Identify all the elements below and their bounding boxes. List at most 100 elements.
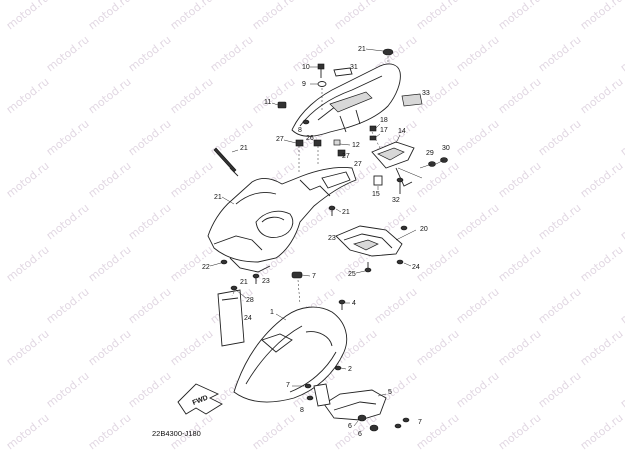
bolts-5-6-7-8 bbox=[304, 383, 410, 432]
nut-10 bbox=[302, 119, 310, 125]
callout-26: 26 bbox=[306, 135, 314, 142]
watermark-text: motod.ru bbox=[250, 411, 298, 452]
callout-21-a: 21 bbox=[342, 209, 350, 216]
watermark-text: motod.ru bbox=[618, 369, 625, 410]
clip-15 bbox=[373, 175, 383, 186]
watermark-text: motod.ru bbox=[44, 285, 92, 326]
watermark-text: motod.ru bbox=[4, 243, 52, 284]
watermark-text: motod.ru bbox=[414, 411, 462, 452]
callout-2: 2 bbox=[348, 366, 352, 373]
watermark-text: motod.ru bbox=[496, 159, 544, 200]
callout-24-pos: 24 bbox=[244, 315, 252, 322]
watermark-text: motod.ru bbox=[208, 117, 256, 158]
callout-27-b: 27 bbox=[342, 153, 350, 160]
watermark-text: motod.ru bbox=[536, 369, 584, 410]
watermark-text: motod.ru bbox=[86, 243, 134, 284]
callout-23-b: 25 bbox=[348, 271, 356, 278]
watermark-text: motod.ru bbox=[414, 243, 462, 284]
watermark-text: motod.ru bbox=[126, 33, 174, 74]
fwd-arrow: FWD bbox=[177, 383, 223, 415]
cap-31 bbox=[382, 48, 394, 56]
watermark-text: motod.ru bbox=[496, 75, 544, 116]
callout-8-pos: 8 bbox=[300, 407, 304, 414]
collar-11 bbox=[317, 81, 327, 87]
watermark-text: motod.ru bbox=[168, 159, 216, 200]
callout-15: 15 bbox=[372, 191, 380, 198]
callout-27-c: 27 bbox=[354, 161, 362, 168]
callout-21-d-pos: 21 bbox=[240, 279, 248, 286]
callout-11: 9 bbox=[302, 81, 306, 88]
callout-9: 7 bbox=[312, 273, 316, 280]
bolt-21-set bbox=[220, 205, 336, 284]
watermark-text: motod.ru bbox=[126, 201, 174, 242]
callout-5: 6 bbox=[348, 423, 352, 430]
watermark-text: motod.ru bbox=[126, 285, 174, 326]
watermark-text: motod.ru bbox=[454, 201, 502, 242]
callout-18: 20 bbox=[420, 226, 428, 233]
watermark-text: motod.ru bbox=[578, 411, 625, 452]
watermark-text: motod.ru bbox=[126, 369, 174, 410]
watermark-text: motod.ru bbox=[86, 0, 134, 32]
watermark-text: motod.ru bbox=[4, 327, 52, 368]
callout-12: 10 bbox=[302, 64, 310, 71]
bolt-30 bbox=[396, 177, 404, 194]
fork-bracket-4 bbox=[313, 383, 387, 421]
watermark-text: motod.ru bbox=[126, 117, 174, 158]
callout-32: 31 bbox=[350, 64, 358, 71]
callout-22: 23 bbox=[328, 235, 336, 242]
screw-25 bbox=[230, 285, 238, 291]
grommet-13-top bbox=[277, 101, 287, 109]
callout-14: 14 bbox=[398, 128, 406, 135]
watermark-text: motod.ru bbox=[4, 0, 52, 32]
screws-28-29 bbox=[419, 157, 448, 169]
watermark-text: motod.ru bbox=[454, 285, 502, 326]
watermark-text: motod.ru bbox=[4, 75, 52, 116]
pad-33 bbox=[401, 93, 423, 107]
bolt-3 bbox=[338, 299, 346, 310]
callout-3: 4 bbox=[352, 300, 356, 307]
watermark-text: motod.ru bbox=[618, 33, 625, 74]
watermark-text: motod.ru bbox=[250, 0, 298, 32]
callout-20: 21 bbox=[240, 145, 248, 152]
watermark-text: motod.ru bbox=[578, 243, 625, 284]
watermark-text: motod.ru bbox=[4, 159, 52, 200]
tail-light-14 bbox=[371, 141, 423, 187]
watermark-text: motod.ru bbox=[578, 159, 625, 200]
callout-6-pos: 6 bbox=[358, 431, 362, 438]
bolt-23-a bbox=[364, 267, 372, 273]
code-label: 22B4300-J180 bbox=[152, 429, 201, 438]
watermark-text: motod.ru bbox=[44, 369, 92, 410]
callout-17: 18 bbox=[380, 117, 388, 124]
callout-21-c: 23 bbox=[262, 278, 270, 285]
callout-19: 21 bbox=[214, 194, 222, 201]
callout-16: 17 bbox=[380, 127, 388, 134]
bolt-17 bbox=[369, 125, 377, 132]
watermark-text: motod.ru bbox=[536, 201, 584, 242]
callout-30: 32 bbox=[392, 197, 400, 204]
callout-13-mid: 12 bbox=[352, 142, 360, 149]
bolt-18 bbox=[400, 225, 408, 231]
watermark-text: motod.ru bbox=[44, 117, 92, 158]
callout-13-top: 11 bbox=[264, 99, 271, 106]
grommet-9 bbox=[291, 271, 303, 279]
watermark-text: motod.ru bbox=[44, 33, 92, 74]
bolt-2 bbox=[334, 365, 342, 371]
watermark-text: motod.ru bbox=[496, 0, 544, 32]
watermark-text: motod.ru bbox=[496, 243, 544, 284]
watermark-text: motod.ru bbox=[86, 327, 134, 368]
watermark-text: motod.ru bbox=[454, 117, 502, 158]
watermark-text: motod.ru bbox=[454, 369, 502, 410]
callout-4: 5 bbox=[388, 389, 392, 396]
watermark-text: motod.ru bbox=[536, 33, 584, 74]
watermark-text: motod.ru bbox=[372, 285, 420, 326]
callout-25: 28 bbox=[246, 297, 254, 304]
bolt-12 bbox=[317, 63, 325, 78]
watermark-text: motod.ru bbox=[332, 0, 380, 32]
mud-flap-24 bbox=[217, 289, 245, 347]
watermark-text: motod.ru bbox=[414, 75, 462, 116]
watermark-text: motod.ru bbox=[290, 33, 338, 74]
watermark-text: motod.ru bbox=[168, 327, 216, 368]
watermark-text: motod.ru bbox=[168, 0, 216, 32]
